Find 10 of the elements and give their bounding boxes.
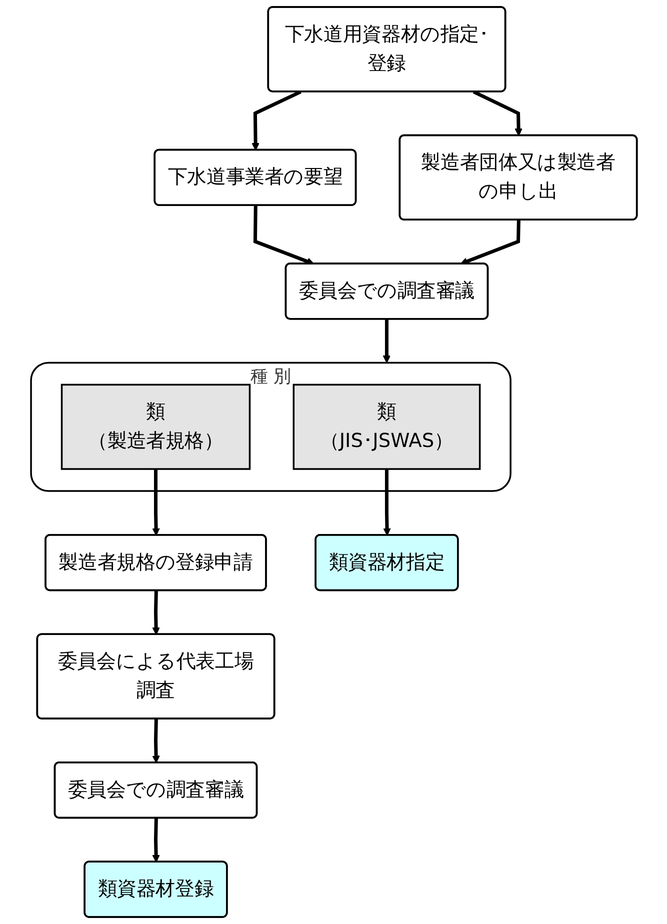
arrow: [152, 590, 160, 635]
node-box: 類 （JIS･JSWAS）: [292, 384, 480, 470]
arrow: [152, 818, 160, 862]
arrow: [472, 90, 522, 136]
arrow: [251, 90, 301, 151]
node-box: 類 （製造者規格）: [60, 384, 250, 470]
arrow: [382, 469, 390, 536]
arrow: [382, 318, 390, 364]
arrow: [152, 469, 160, 536]
arrow: [152, 718, 160, 764]
